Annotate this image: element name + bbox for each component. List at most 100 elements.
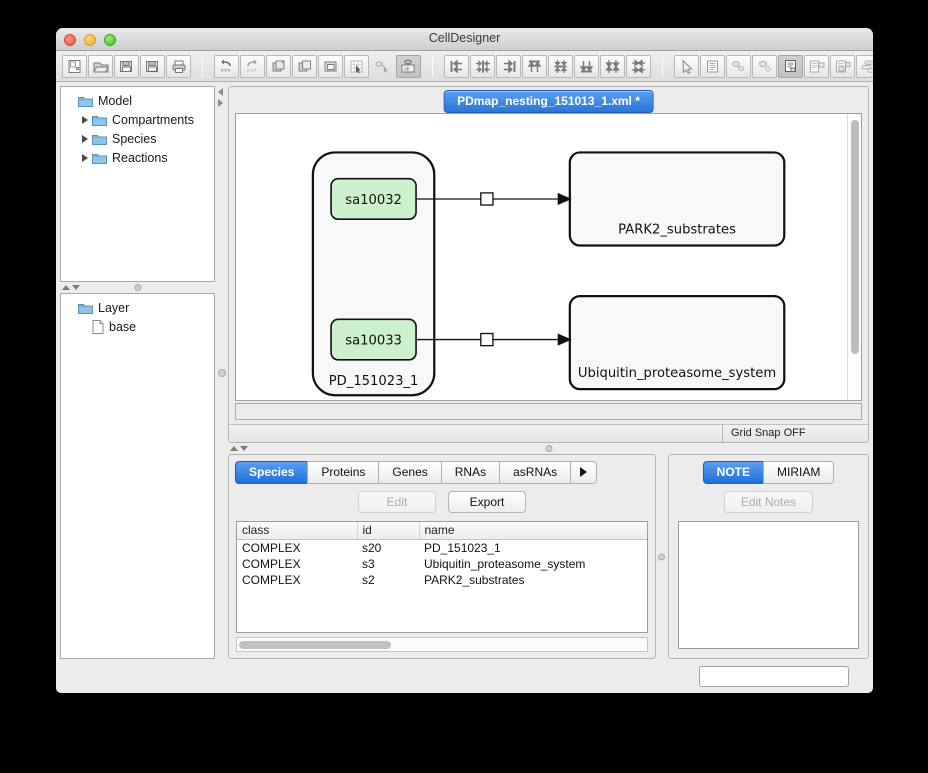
- align-left-icon[interactable]: [444, 55, 469, 78]
- sidebar-splitter[interactable]: [60, 282, 215, 293]
- splitter-grip[interactable]: [134, 284, 141, 291]
- canvas-horizontal-scrollbar[interactable]: [235, 403, 862, 420]
- notes-view-icon[interactable]: [778, 55, 803, 78]
- sidebar-item-reactions[interactable]: Reactions: [64, 148, 211, 167]
- table-horizontal-scrollbar[interactable]: [236, 637, 648, 652]
- cell-class: COMPLEX: [237, 556, 357, 572]
- tree-item-layer[interactable]: Layer: [64, 298, 211, 317]
- species-label: sa10032: [345, 193, 402, 208]
- toolbar-group-align: [444, 55, 651, 78]
- collapse-left-icon[interactable]: [218, 88, 223, 96]
- tab-genes[interactable]: Genes: [378, 461, 440, 484]
- layer-tree-panel[interactable]: Layer base: [60, 293, 215, 659]
- undo-icon[interactable]: [214, 55, 239, 78]
- note-text-area[interactable]: [678, 521, 859, 649]
- align-center-horizontal-icon[interactable]: [470, 55, 495, 78]
- table-view-icon[interactable]: [830, 55, 855, 78]
- column-header-class[interactable]: class: [237, 522, 357, 539]
- main-vertical-splitter[interactable]: [215, 86, 228, 659]
- table-row[interactable]: COMPLEX s2 PARK2_substrates: [237, 572, 647, 588]
- distribute-horizontal-icon[interactable]: [600, 55, 625, 78]
- column-header-id[interactable]: id: [357, 522, 419, 539]
- table-row[interactable]: COMPLEX s3 Ubiquitin_proteasome_system: [237, 556, 647, 572]
- distribute-vertical-icon[interactable]: [626, 55, 651, 78]
- bottom-vertical-splitter[interactable]: [656, 454, 668, 659]
- new-document-icon[interactable]: [62, 55, 87, 78]
- tab-rnas[interactable]: RNAs: [441, 461, 499, 484]
- model-tree-panel[interactable]: Model Compartments Species: [60, 86, 215, 282]
- bottom-panels: Species Proteins Genes RNAs asRNAs Edit …: [228, 454, 869, 659]
- title-bar: CellDesigner: [56, 28, 873, 51]
- bottom-splitter[interactable]: [228, 443, 869, 454]
- scrollbar-thumb[interactable]: [851, 120, 859, 354]
- scrollbar-thumb[interactable]: [239, 641, 391, 649]
- svg-text:ab: ab: [404, 66, 410, 72]
- layer-item-base[interactable]: base: [64, 317, 211, 336]
- tab-species[interactable]: Species: [235, 461, 307, 484]
- splitter-grip[interactable]: [218, 369, 226, 377]
- tab-asrnas[interactable]: asRNAs: [499, 461, 570, 484]
- group-view-icon[interactable]: [856, 55, 873, 78]
- column-header-name[interactable]: name: [419, 522, 647, 539]
- collapse-up-icon[interactable]: [62, 285, 70, 290]
- sidebar-item-species[interactable]: Species: [64, 129, 211, 148]
- collapse-down-icon[interactable]: [240, 446, 248, 451]
- layout-view-icon[interactable]: [804, 55, 829, 78]
- collapse-down-icon[interactable]: [72, 285, 80, 290]
- chevron-right-icon[interactable]: [78, 116, 92, 124]
- diagram-canvas[interactable]: sa10032 sa10033 PD_151023_1 PARK2_substr…: [236, 114, 847, 400]
- collapse-right-icon[interactable]: [218, 99, 223, 107]
- copy-icon[interactable]: [292, 55, 317, 78]
- reaction-node-2[interactable]: [481, 334, 493, 346]
- cut-icon[interactable]: [266, 55, 291, 78]
- species-table-element: class id name COMPLEX s20 PD_151023_1: [237, 522, 647, 588]
- tab-overflow-button[interactable]: [570, 461, 597, 484]
- splitter-grip[interactable]: [545, 445, 552, 452]
- splitter-arrows[interactable]: [218, 88, 223, 107]
- left-sidebar: Model Compartments Species: [60, 86, 215, 659]
- grid-snap-icon[interactable]: ab: [396, 55, 421, 78]
- pointer-icon[interactable]: [674, 55, 699, 78]
- tree-item-model[interactable]: Model: [64, 91, 211, 110]
- splitter-grip[interactable]: [658, 553, 665, 560]
- table-row[interactable]: COMPLEX s20 PD_151023_1: [237, 539, 647, 556]
- align-right-icon[interactable]: [496, 55, 521, 78]
- reaction-node-1[interactable]: [481, 193, 493, 205]
- chevron-right-icon[interactable]: [78, 135, 92, 143]
- save-as-document-icon[interactable]: [140, 55, 165, 78]
- canvas-frame: sa10032 sa10033 PD_151023_1 PARK2_substr…: [235, 113, 862, 401]
- align-middle-icon[interactable]: [548, 55, 573, 78]
- print-icon[interactable]: [166, 55, 191, 78]
- list-view-icon[interactable]: [700, 55, 725, 78]
- collapse-up-icon[interactable]: [230, 446, 238, 451]
- toolbar-group-view: [674, 55, 873, 78]
- edit-notes-button[interactable]: Edit Notes: [724, 491, 813, 513]
- reaction-view-icon[interactable]: [752, 55, 777, 78]
- align-bottom-icon[interactable]: [574, 55, 599, 78]
- tab-note[interactable]: NOTE: [703, 461, 763, 484]
- canvas-vertical-scrollbar[interactable]: [847, 114, 861, 400]
- toolbar-separator-2: [432, 55, 433, 77]
- folder-icon: [92, 133, 107, 145]
- tab-proteins[interactable]: Proteins: [307, 461, 378, 484]
- sidebar-item-compartments[interactable]: Compartments: [64, 110, 211, 129]
- tab-miriam[interactable]: MIRIAM: [763, 461, 834, 484]
- main-toolbar: ab: [56, 51, 873, 82]
- save-document-icon[interactable]: [114, 55, 139, 78]
- redo-icon[interactable]: [240, 55, 265, 78]
- grid-snap-status[interactable]: Grid Snap OFF: [722, 425, 868, 442]
- splitter-arrows[interactable]: [62, 285, 80, 290]
- link-icon[interactable]: [370, 55, 395, 78]
- paste-icon[interactable]: [318, 55, 343, 78]
- open-document-icon[interactable]: [88, 55, 113, 78]
- export-button[interactable]: Export: [448, 491, 526, 513]
- status-text-field[interactable]: [699, 666, 849, 687]
- splitter-arrows[interactable]: [230, 446, 248, 451]
- align-top-icon[interactable]: [522, 55, 547, 78]
- species-view-icon[interactable]: [726, 55, 751, 78]
- grid-select-icon[interactable]: [344, 55, 369, 78]
- edit-button[interactable]: Edit: [358, 491, 436, 513]
- chevron-right-icon[interactable]: [78, 154, 92, 162]
- species-table[interactable]: class id name COMPLEX s20 PD_151023_1: [236, 521, 648, 633]
- document-tab[interactable]: PDmap_nesting_151013_1.xml *: [443, 90, 654, 113]
